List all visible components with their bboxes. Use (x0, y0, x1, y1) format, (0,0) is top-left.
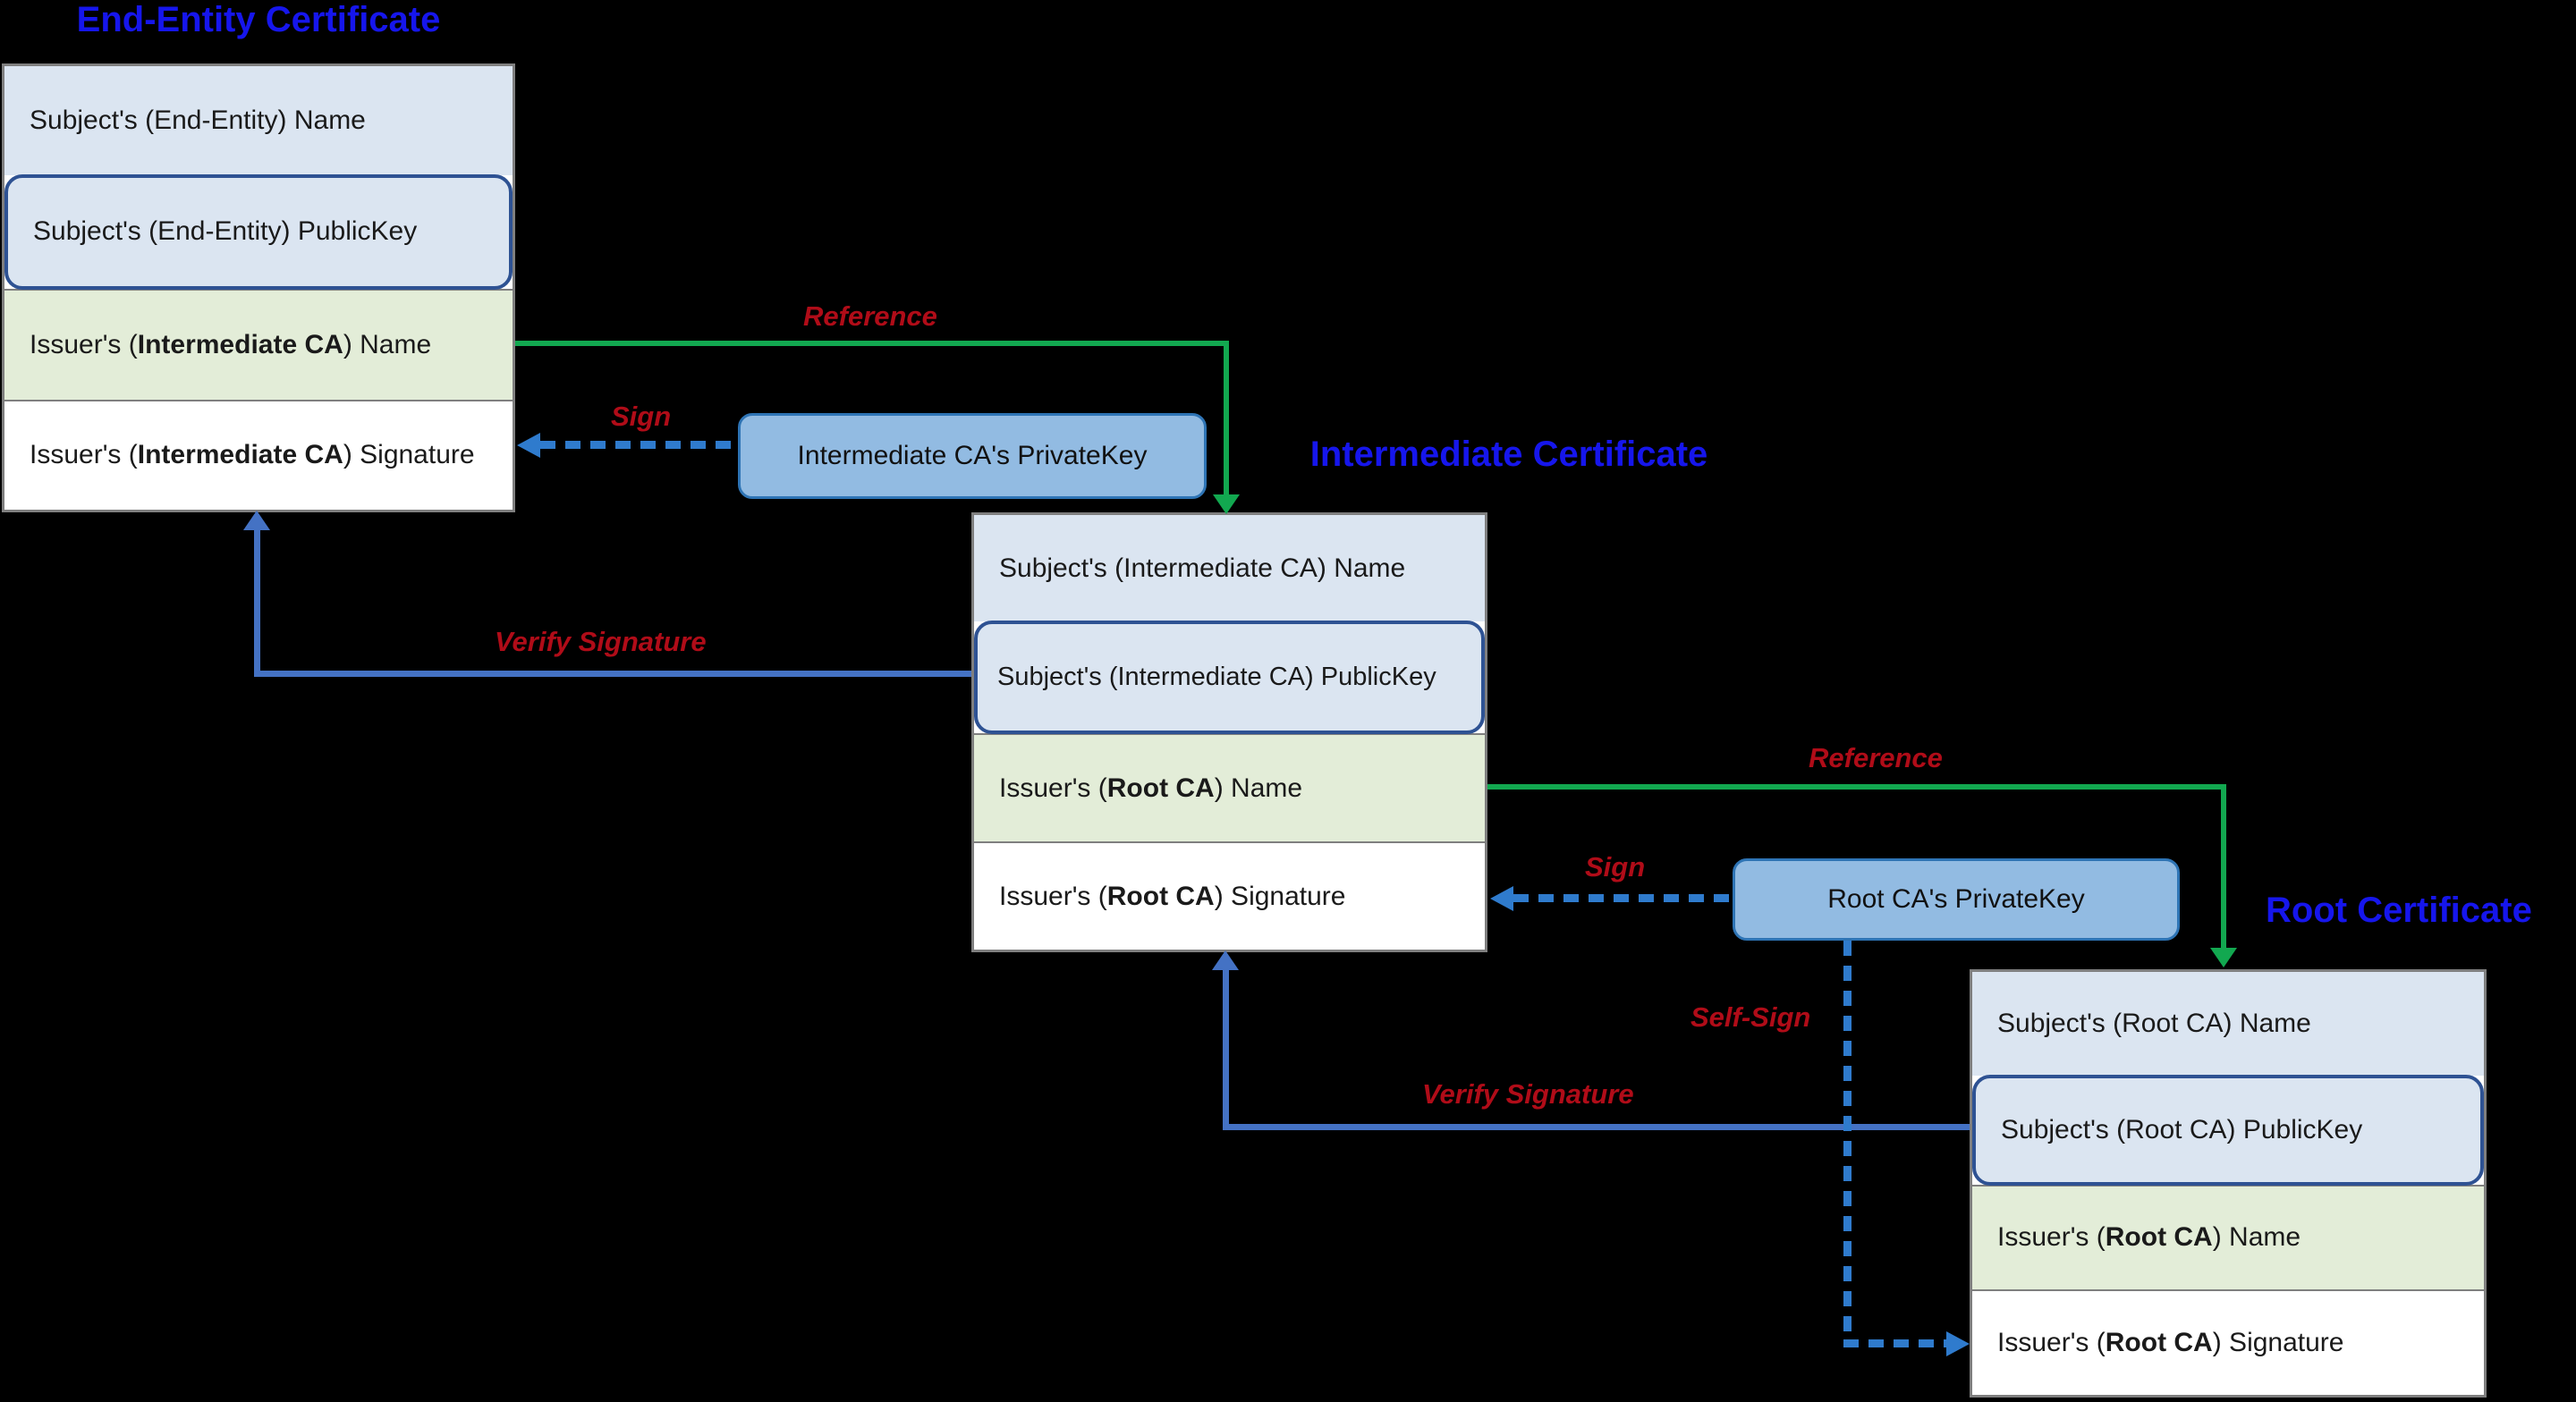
intermediate-certificate-title: Intermediate Certificate (1309, 435, 1708, 474)
privatekey-label: Intermediate CA's PrivateKey (797, 441, 1148, 470)
row-issuer-signature: Issuer's (Root CA) Signature (1972, 1289, 2484, 1395)
row-label: Subject's (End-Entity) Name (30, 105, 366, 135)
row-label-post: ) Signature (1214, 881, 1346, 911)
row-subject-publickey: Subject's (End-Entity) PublicKey (4, 173, 513, 290)
reference-label-1: Reference (803, 300, 937, 332)
row-subject-publickey: Subject's (Intermediate CA) PublicKey (974, 621, 1485, 734)
row-label: Subject's (Intermediate CA) PublicKey (997, 663, 1436, 691)
row-label: Subject's (Root CA) Name (1997, 1008, 2311, 1038)
verify-signature-label-2: Verify Signature (1422, 1078, 1634, 1110)
row-label-bold: Intermediate CA (137, 440, 343, 470)
reference-arrow-1-vertical (1224, 341, 1229, 498)
row-label: Issuer's ( (1997, 1328, 2106, 1358)
row-label: Subject's (End-Entity) PublicKey (33, 216, 418, 247)
verify-arrow-1-head-icon (243, 511, 270, 530)
row-issuer-name: Issuer's (Root CA) Name (1972, 1184, 2484, 1290)
row-label-bold: Root CA (2105, 1328, 2213, 1358)
reference-label-2: Reference (1809, 742, 1943, 773)
row-label: Issuer's ( (30, 440, 138, 470)
end-entity-certificate-box: Subject's (End-Entity) Name Subject's (E… (2, 63, 515, 512)
row-label-post: ) Name (343, 329, 432, 359)
intermediate-ca-privatekey-box: Intermediate CA's PrivateKey (738, 413, 1207, 499)
sign-arrow-2-head-icon (1490, 886, 1513, 911)
root-certificate-box: Subject's (Root CA) Name Subject's (Root… (1970, 969, 2487, 1398)
root-ca-privatekey-box: Root CA's PrivateKey (1733, 858, 2180, 941)
verify-arrow-2-horizontal (1223, 1124, 1970, 1130)
row-label-bold: Root CA (1106, 881, 1215, 911)
row-issuer-signature: Issuer's (Intermediate CA) Signature (4, 399, 513, 510)
row-issuer-signature: Issuer's (Root CA) Signature (974, 841, 1485, 950)
self-sign-arrow-vertical-dashed (1843, 941, 1852, 1343)
self-sign-arrow-head-icon (1946, 1331, 1970, 1356)
sign-label-2: Sign (1585, 851, 1646, 883)
row-label-bold: Root CA (1106, 773, 1215, 803)
verify-arrow-1-vertical (254, 528, 260, 677)
row-label: Issuer's ( (1997, 1222, 2106, 1253)
self-sign-arrow-horizontal-dashed (1843, 1339, 1947, 1347)
verify-arrow-2-vertical (1223, 968, 1229, 1130)
intermediate-certificate-box: Subject's (Intermediate CA) Name Subject… (971, 512, 1487, 952)
row-label-bold: Intermediate CA (137, 329, 343, 359)
row-label: Subject's (Intermediate CA) Name (999, 553, 1406, 583)
sign-arrow-2-dashed (1513, 894, 1733, 902)
sign-arrow-1-dashed (540, 441, 738, 449)
reference-arrow-2-horizontal (1487, 784, 2226, 790)
sign-label-1: Sign (611, 401, 672, 432)
sign-arrow-1-head-icon (517, 433, 540, 458)
row-issuer-name: Issuer's (Root CA) Name (974, 733, 1485, 841)
row-label: Subject's (Root CA) PublicKey (2001, 1114, 2363, 1144)
row-label-bold: Root CA (2105, 1222, 2213, 1253)
reference-arrow-2-vertical (2221, 784, 2226, 951)
row-label: Issuer's ( (999, 881, 1107, 911)
row-subject-name: Subject's (End-Entity) Name (4, 66, 513, 175)
row-subject-publickey: Subject's (Root CA) PublicKey (1972, 1074, 2484, 1186)
row-label-post: ) Name (2212, 1222, 2301, 1253)
row-label: Issuer's ( (999, 773, 1107, 803)
row-label-post: ) Signature (343, 440, 475, 470)
root-certificate-title: Root Certificate (2266, 891, 2532, 930)
reference-arrow-1-head-icon (1213, 494, 1240, 514)
verify-signature-label-1: Verify Signature (495, 626, 707, 657)
verify-arrow-2-head-icon (1212, 950, 1239, 970)
end-entity-certificate-title: End-Entity Certificate (76, 0, 441, 39)
row-label-post: ) Signature (2212, 1328, 2344, 1358)
reference-arrow-1-horizontal (515, 341, 1226, 346)
self-sign-label: Self-Sign (1690, 1001, 1811, 1033)
reference-arrow-2-head-icon (2210, 948, 2237, 967)
row-label-post: ) Name (1214, 773, 1303, 803)
privatekey-label: Root CA's PrivateKey (1827, 884, 2085, 914)
verify-arrow-1-horizontal (254, 671, 971, 677)
row-label: Issuer's ( (30, 329, 138, 359)
row-subject-name: Subject's (Intermediate CA) Name (974, 515, 1485, 621)
row-issuer-name: Issuer's (Intermediate CA) Name (4, 289, 513, 400)
row-subject-name: Subject's (Root CA) Name (1972, 972, 2484, 1076)
